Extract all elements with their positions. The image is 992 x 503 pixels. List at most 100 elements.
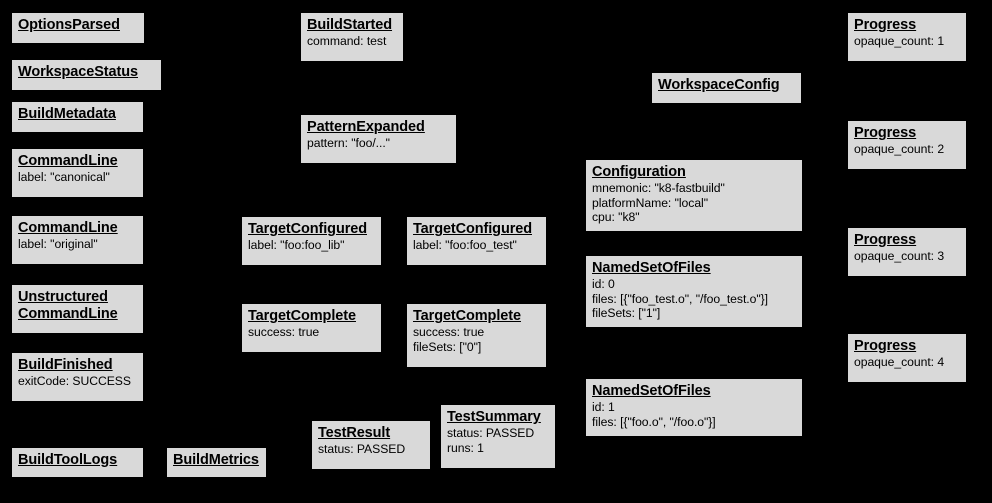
node-title-line: NamedSetOfFiles <box>592 260 711 276</box>
node-title: Configuration <box>592 164 796 181</box>
node-title-line: TargetComplete <box>248 308 356 324</box>
node-field: fileSets: ["1"] <box>592 306 661 320</box>
node-field: label: "canonical" <box>18 170 110 184</box>
node-title-line: NamedSetOfFiles <box>592 383 711 399</box>
node-title: CommandLine <box>18 153 137 170</box>
node-title-line: Progress <box>854 338 917 354</box>
node-field: status: PASSED <box>447 426 535 440</box>
node-build-metrics[interactable]: BuildMetrics <box>166 447 267 478</box>
node-workspace-status[interactable]: WorkspaceStatus <box>11 59 162 91</box>
node-field: cpu: "k8" <box>592 210 640 224</box>
node-title-line: Unstructured <box>18 289 108 305</box>
node-field: success: true <box>413 325 485 339</box>
node-field: opaque_count: 4 <box>854 355 945 369</box>
node-title: NamedSetOfFiles <box>592 383 796 400</box>
node-title: WorkspaceStatus <box>18 64 155 81</box>
node-title-line: BuildMetrics <box>173 452 259 468</box>
node-title-line: OptionsParsed <box>18 17 120 33</box>
node-title-line: TestResult <box>318 425 391 441</box>
node-field: platformName: "local" <box>592 195 708 210</box>
node-field: label: "foo:foo_test" <box>413 238 517 252</box>
node-title: BuildStarted <box>307 17 397 34</box>
node-field: pattern: "foo/..." <box>307 136 390 150</box>
node-workspace-config[interactable]: WorkspaceConfig <box>651 72 802 104</box>
node-title-line: Progress <box>854 232 917 248</box>
node-field: opaque_count: 1 <box>854 34 945 48</box>
node-title: WorkspaceConfig <box>658 77 795 94</box>
node-field: command: test <box>307 34 387 48</box>
node-title: OptionsParsed <box>18 17 138 34</box>
node-field: fileSets: ["0"] <box>413 339 482 354</box>
node-title-line: Progress <box>854 125 917 141</box>
node-field: runs: 1 <box>447 440 484 455</box>
node-field: exitCode: SUCCESS <box>18 374 131 388</box>
node-title: TestResult <box>318 425 424 442</box>
node-title-line: CommandLine <box>18 306 118 322</box>
node-title-line: PatternExpanded <box>307 119 425 135</box>
node-field: label: "original" <box>18 237 98 251</box>
node-field: status: PASSED <box>318 442 406 456</box>
node-title-line: WorkspaceStatus <box>18 64 138 80</box>
node-build-tool-logs[interactable]: BuildToolLogs <box>11 447 144 478</box>
node-title-line: TargetConfigured <box>413 221 532 237</box>
node-title-line: Configuration <box>592 164 686 180</box>
node-field: opaque_count: 2 <box>854 142 945 156</box>
node-field: success: true <box>248 325 320 339</box>
node-title: PatternExpanded <box>307 119 450 136</box>
node-title: BuildFinished <box>18 357 137 374</box>
node-field: id: 1 <box>592 400 615 414</box>
node-title-line: CommandLine <box>18 153 118 169</box>
node-title: Progress <box>854 232 960 249</box>
node-title: TestSummary <box>447 409 549 426</box>
node-title: TargetComplete <box>413 308 540 325</box>
node-field: label: "foo:foo_lib" <box>248 238 345 252</box>
node-title: TargetConfigured <box>248 221 375 238</box>
node-build-metadata[interactable]: BuildMetadata <box>11 101 144 133</box>
node-title-line: BuildToolLogs <box>18 452 118 468</box>
node-title-line: BuildFinished <box>18 357 113 373</box>
node-title-line: TargetComplete <box>413 308 521 324</box>
node-field: id: 0 <box>592 277 615 291</box>
node-title-line: BuildStarted <box>307 17 393 33</box>
node-title: BuildToolLogs <box>18 452 137 469</box>
node-title: NamedSetOfFiles <box>592 260 796 277</box>
node-title-line: Progress <box>854 17 917 33</box>
node-title-line: WorkspaceConfig <box>658 77 780 93</box>
node-title: TargetConfigured <box>413 221 540 238</box>
node-title: TargetComplete <box>248 308 375 325</box>
node-title: BuildMetrics <box>173 452 260 469</box>
node-title: Progress <box>854 17 960 34</box>
node-field: files: [{"foo_test.o", "/foo_test.o"}] <box>592 291 768 306</box>
node-title: CommandLine <box>18 220 137 237</box>
node-field: mnemonic: "k8-fastbuild" <box>592 181 725 195</box>
node-title: Progress <box>854 338 960 355</box>
node-title-line: TestSummary <box>447 409 541 425</box>
node-field: files: [{"foo.o", "/foo.o"}] <box>592 414 716 429</box>
node-title-line: CommandLine <box>18 220 118 236</box>
node-field: opaque_count: 3 <box>854 249 945 263</box>
node-title-line: BuildMetadata <box>18 106 116 122</box>
node-title-line: TargetConfigured <box>248 221 367 237</box>
node-options-parsed[interactable]: OptionsParsed <box>11 12 145 44</box>
